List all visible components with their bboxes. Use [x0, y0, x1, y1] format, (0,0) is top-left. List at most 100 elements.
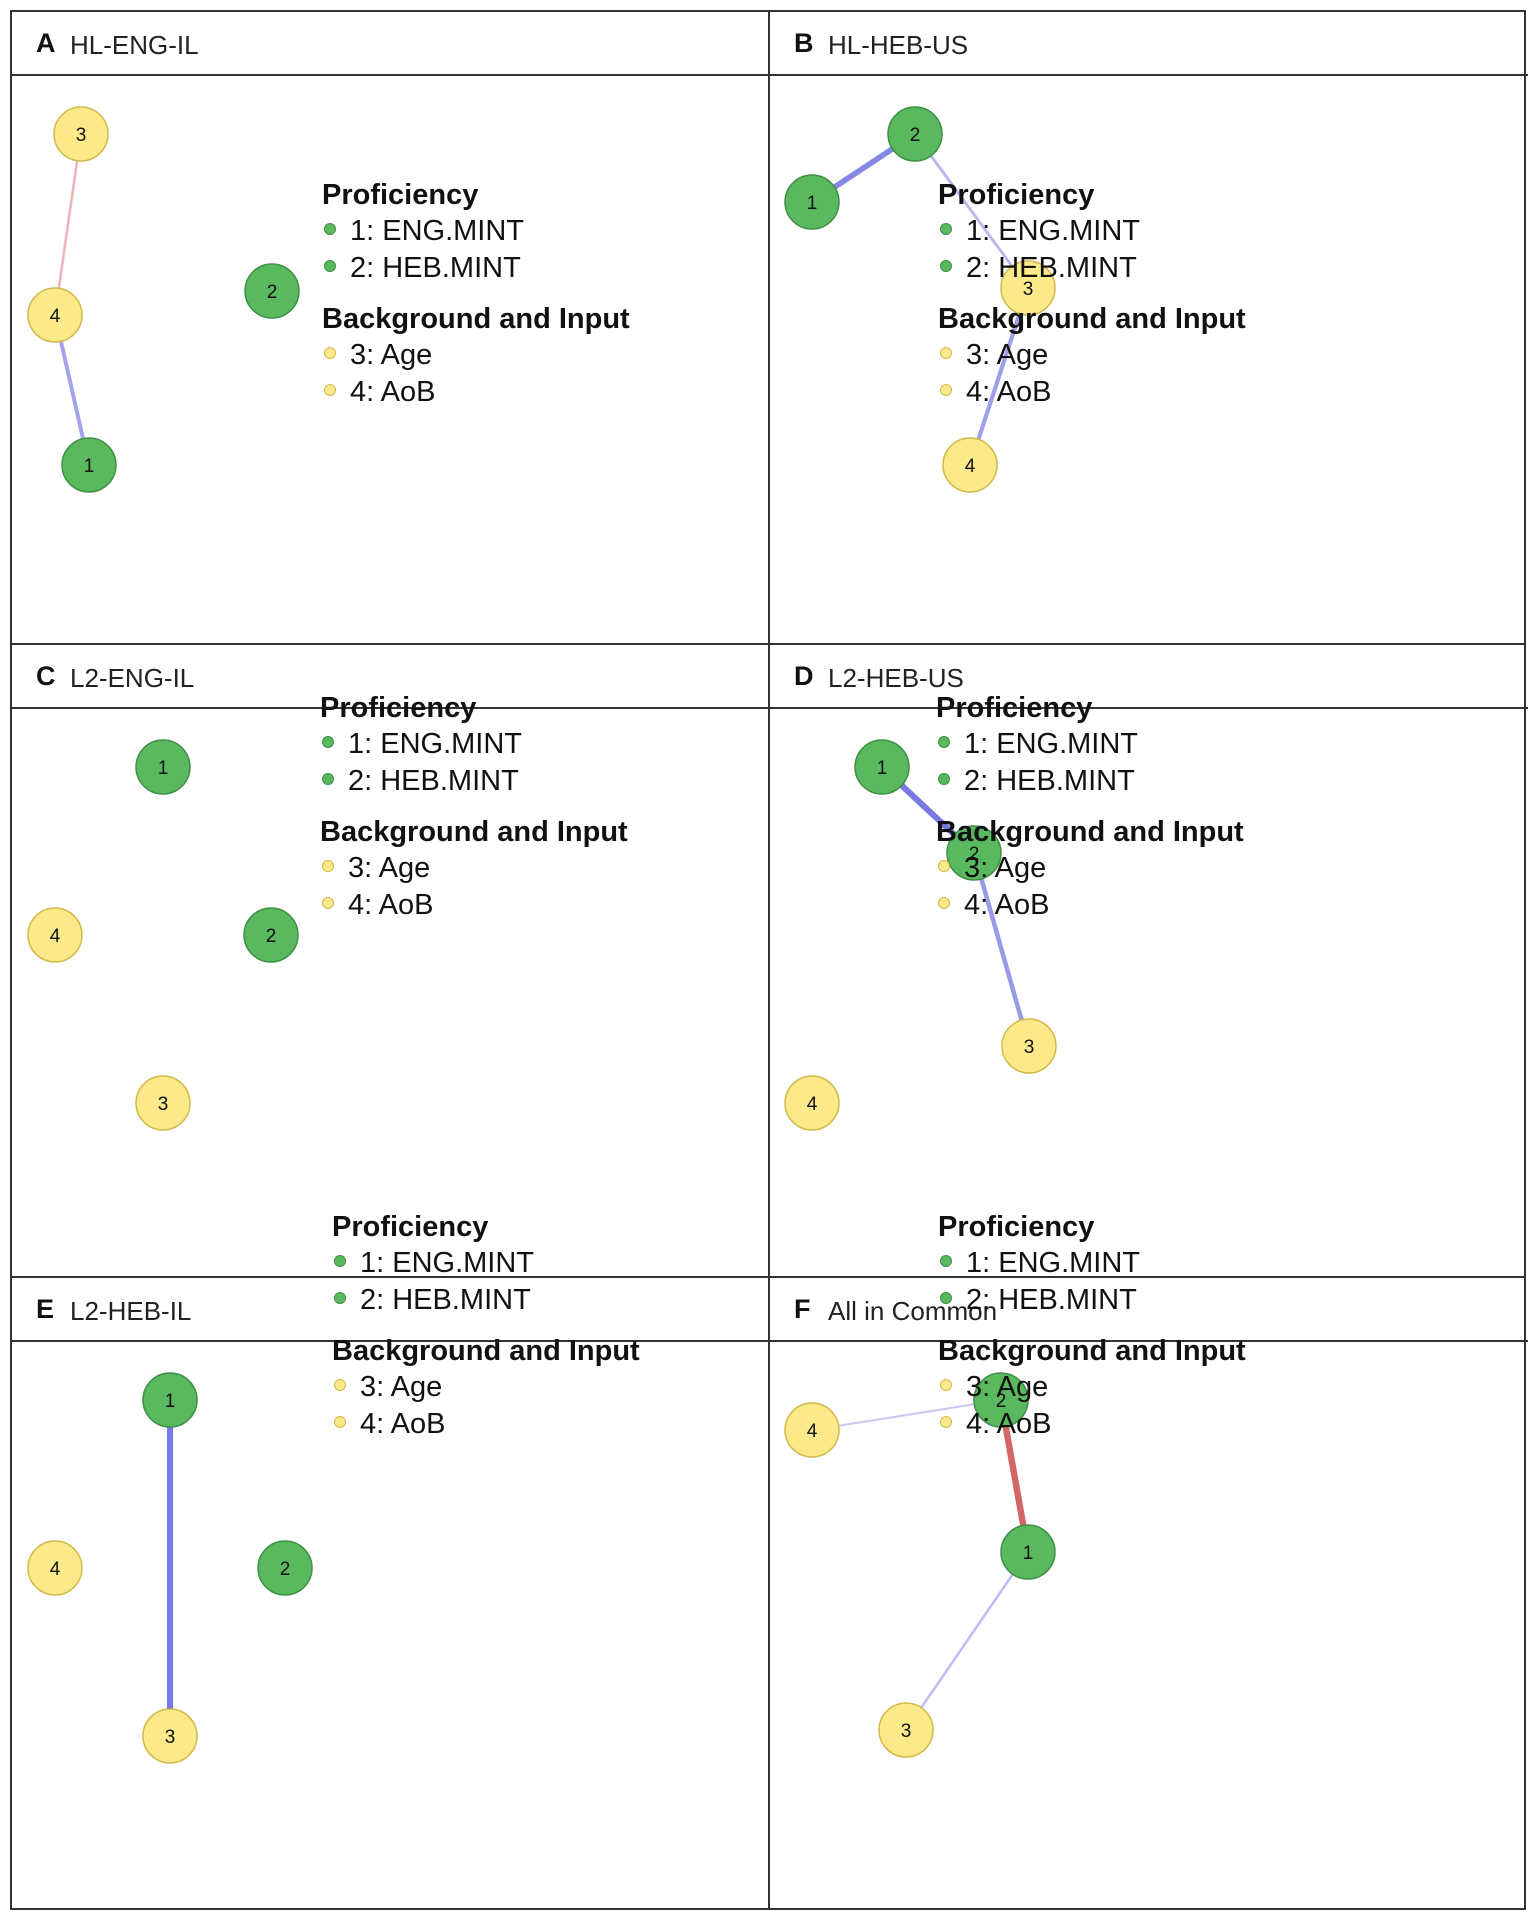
node-3: 3 — [53, 106, 109, 162]
node-label: 1 — [1023, 1543, 1034, 1564]
legend-dot-icon — [940, 260, 952, 273]
node-label: 2 — [910, 125, 921, 146]
legend-item: 1: ENG.MINT — [936, 726, 1296, 763]
legend-item: 4: AoB — [322, 374, 682, 411]
legend-dot-icon — [322, 897, 334, 910]
node-circle — [942, 437, 998, 493]
legend-dot-icon — [940, 384, 952, 397]
edge-2-3 — [913, 133, 1030, 289]
legend-item: 2: HEB.MINT — [322, 250, 682, 287]
node-circle — [244, 263, 300, 319]
legend-dot-icon — [324, 223, 336, 236]
legend-item-label: 4: AoB — [964, 889, 1050, 921]
legend-dot-icon — [938, 860, 950, 873]
legend-dot-icon — [938, 897, 950, 910]
legend-item-label: 3: Age — [964, 852, 1047, 884]
legend-item: 2: HEB.MINT — [938, 250, 1298, 287]
legend-item-label: 3: Age — [966, 339, 1049, 371]
legend-dot-icon — [940, 347, 952, 360]
node-2: 2 — [973, 1372, 1029, 1428]
panel-title: L2-HEB-US — [828, 663, 964, 693]
legend-dot-icon — [334, 1292, 346, 1305]
node-3: 3 — [1001, 1018, 1057, 1074]
node-circle — [27, 287, 83, 343]
legend-item-label: 4: AoB — [348, 889, 434, 921]
node-2: 2 — [243, 907, 299, 963]
node-1: 1 — [61, 437, 117, 493]
node-2: 2 — [887, 106, 943, 162]
node-label: 4 — [50, 1559, 61, 1580]
node-label: 3 — [165, 1727, 176, 1748]
node-3: 3 — [1000, 260, 1056, 316]
legend-dot-icon — [322, 736, 334, 749]
node-label: 2 — [267, 282, 278, 303]
node-circle — [973, 1372, 1029, 1428]
legend-item-label: 3: Age — [348, 852, 431, 884]
node-circle — [784, 1075, 840, 1131]
edge-4-2 — [811, 1398, 1002, 1432]
legend-item: 3: Age — [322, 337, 682, 374]
node-circle — [142, 1372, 198, 1428]
node-label: 1 — [165, 1391, 176, 1412]
node-circle — [243, 907, 299, 963]
node-4: 4 — [942, 437, 998, 493]
legend-item-label: 1: ENG.MINT — [966, 1247, 1141, 1279]
legend-item-label: 2: HEB.MINT — [350, 252, 521, 284]
legend-gap — [320, 800, 680, 814]
panel-title: HL-HEB-US — [828, 30, 969, 60]
legend-heading-proficiency: Proficiency — [938, 1211, 1095, 1243]
node-label: 2 — [969, 844, 980, 865]
node-circle — [53, 106, 109, 162]
vertical-divider — [768, 12, 770, 1908]
node-circle — [854, 739, 910, 795]
legend-item-label: 2: HEB.MINT — [964, 765, 1135, 797]
node-circle — [1000, 1524, 1056, 1580]
node-2: 2 — [257, 1540, 313, 1596]
node-label: 3 — [1024, 1037, 1035, 1058]
panel-letter: A — [36, 28, 56, 58]
legend-heading-proficiency: Proficiency — [320, 692, 477, 724]
node-circle — [27, 1540, 83, 1596]
node-label: 3 — [76, 125, 87, 146]
node-circle — [1000, 260, 1056, 316]
legend-dot-icon — [938, 773, 950, 786]
legend-item: 2: HEB.MINT — [332, 1282, 692, 1319]
node-circle — [784, 174, 840, 230]
legend-item: 4: AoB — [938, 374, 1298, 411]
legend-item-label: 2: HEB.MINT — [360, 1284, 531, 1316]
legend-gap — [332, 1319, 692, 1333]
panel-title: All in Common — [828, 1296, 998, 1326]
horizontal-divider-2 — [12, 1276, 1524, 1278]
legend-dot-icon — [938, 736, 950, 749]
legend-heading-proficiency: Proficiency — [938, 179, 1095, 211]
node-circle — [135, 1075, 191, 1131]
legend-dot-icon — [940, 1255, 952, 1268]
node-label: 1 — [84, 456, 95, 477]
node-circle — [887, 106, 943, 162]
legend-heading-background: Background and Input — [332, 1335, 640, 1367]
legend-item: 4: AoB — [332, 1406, 692, 1443]
legend-item: 2: HEB.MINT — [936, 763, 1296, 800]
legend-heading-background: Background and Input — [322, 303, 630, 335]
legend-item-label: 2: HEB.MINT — [966, 252, 1137, 284]
node-circle — [61, 437, 117, 493]
node-circle — [142, 1708, 198, 1764]
panel-letter: C — [36, 661, 56, 691]
legend-item: 1: ENG.MINT — [938, 1245, 1298, 1282]
legend-item-label: 2: HEB.MINT — [966, 1284, 1137, 1316]
legend-dot-icon — [334, 1255, 346, 1268]
legend-item-label: 3: Age — [360, 1371, 443, 1403]
node-1: 1 — [1000, 1524, 1056, 1580]
node-3: 3 — [135, 1075, 191, 1131]
edge-1-3 — [904, 1551, 1030, 1731]
